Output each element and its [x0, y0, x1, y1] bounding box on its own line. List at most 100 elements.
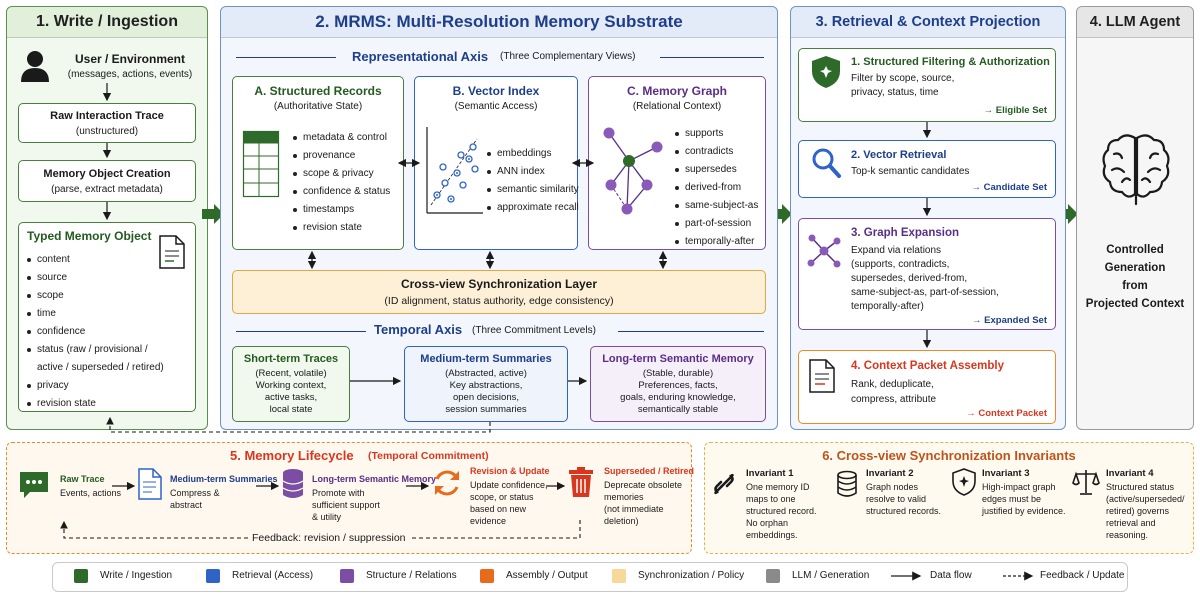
- vector-item: semantic similarity: [485, 181, 579, 199]
- lifecycle-feedback-label: Feedback: revision / suppression: [248, 532, 410, 544]
- invariant-line: reasoning.: [1106, 530, 1149, 540]
- memory-graph-title: C. Memory Graph: [626, 84, 728, 98]
- structured-item: confidence & status: [291, 183, 390, 201]
- sync-layer-title: Cross-view Synchronization Layer: [400, 277, 598, 291]
- short-term-line: local state: [269, 404, 313, 415]
- invariant-title: Invariant 2: [866, 468, 914, 479]
- lifecycle-step-line: scope, or status: [470, 492, 534, 502]
- memory-graph-sub: (Relational Context): [632, 101, 722, 112]
- vector-item: embeddings: [485, 145, 579, 163]
- memory-graph-list: supports contradicts supersedes derived-…: [673, 125, 758, 251]
- long-term-line: (Stable, durable): [642, 368, 714, 379]
- medium-term-line: open decisions,: [452, 392, 520, 403]
- typed-item: source: [25, 269, 164, 287]
- legend-swatch-orange: [480, 569, 494, 583]
- medium-term-box: Medium-term Summaries (Abstracted, activ…: [404, 346, 568, 422]
- medium-term-line: (Abstracted, active): [445, 368, 527, 379]
- graph-item: derived-from: [673, 179, 758, 197]
- legend-label: Structure / Relations: [366, 570, 457, 581]
- lifecycle-step-line: Update confidence,: [470, 480, 548, 490]
- ingestion-title: 1. Write / Ingestion: [7, 7, 207, 38]
- user-env-sub: (messages, actions, events): [67, 69, 193, 80]
- lifecycle-step-title: Long-term Semantic Memory: [312, 474, 437, 484]
- invariant-line: structured record.: [746, 506, 817, 516]
- invariant-title: Invariant 3: [982, 468, 1030, 479]
- temp-axis-label: Temporal Axis: [374, 322, 463, 337]
- graph-item: same-subject-as: [673, 197, 758, 215]
- lifecycle-step-line: memories: [604, 492, 644, 502]
- vector-index-title: B. Vector Index: [452, 84, 540, 98]
- lifecycle-step-line: & utility: [312, 512, 342, 522]
- graph-expansion-line: Expand via relations: [851, 245, 942, 256]
- raw-trace-box: Raw Interaction Trace (unstructured): [18, 103, 196, 143]
- graph-item: part-of-session: [673, 215, 758, 233]
- retrieval-arrows: [922, 122, 932, 349]
- typed-item: content: [25, 251, 164, 269]
- invariant-line: High-impact graph: [982, 482, 1056, 492]
- context-packet-line: Rank, deduplicate,: [851, 379, 934, 390]
- agent-line: Controlled: [1106, 244, 1164, 256]
- short-term-line: (Recent, volatile): [255, 368, 327, 379]
- context-packet-line: compress, attribute: [851, 394, 937, 405]
- graph-item: supersedes: [673, 161, 758, 179]
- lifecycle-step-title: Superseded / Retired: [604, 466, 695, 476]
- filtering-line: Filter by scope, source,: [851, 73, 955, 84]
- lifecycle-step-title: Raw Trace: [60, 474, 105, 484]
- rep-axis-label: Representational Axis: [352, 49, 489, 64]
- raw-trace-sub: (unstructured): [75, 126, 139, 137]
- legend-label: Retrieval (Access): [232, 570, 314, 581]
- vector-retrieval-title: 2. Vector Retrieval: [851, 149, 947, 161]
- lifecycle-step-line: Events, actions: [60, 488, 122, 498]
- legend-label: Write / Ingestion: [100, 570, 173, 581]
- typed-item: revision state: [25, 395, 164, 413]
- invariant-line: resolve to valid: [866, 494, 927, 504]
- legend-label: Assembly / Output: [506, 570, 588, 581]
- sync-layer-box: Cross-view Synchronization Layer (ID ali…: [232, 270, 766, 314]
- graph-item: contradicts: [673, 143, 758, 161]
- lifecycle-step-line: sufficient support: [312, 500, 380, 510]
- memory-object-creation-box: Memory Object Creation (parse, extract m…: [18, 160, 196, 202]
- vector-item: approximate recall: [485, 199, 579, 217]
- invariant-line: No orphan: [746, 518, 789, 528]
- structured-item: scope & privacy: [291, 165, 390, 183]
- legend-bar: [52, 562, 1128, 592]
- invariant-line: embeddings.: [746, 530, 798, 540]
- legend-solid-arrow: [891, 571, 922, 581]
- medium-term-line: session summaries: [445, 404, 527, 415]
- legend-dashed-arrow: [1003, 571, 1034, 581]
- short-term-title: Short-term Traces: [243, 353, 339, 365]
- invariant-line: Structured status: [1106, 482, 1175, 492]
- context-packet-box: 4. Context Packet Assembly Rank, dedupli…: [798, 350, 1056, 424]
- lifecycle-step-line: abstract: [170, 500, 203, 510]
- legend-swatch-green: [74, 569, 88, 583]
- long-term-line: semantically stable: [637, 404, 719, 415]
- temp-axis-line-left: [236, 331, 366, 332]
- lifecycle-step-line: (not immediate: [604, 504, 664, 514]
- lifecycle-step-title: Revision & Update: [470, 466, 550, 476]
- vector-retrieval-line: Top-k semantic candidates: [851, 166, 970, 177]
- typed-item: confidence: [25, 323, 164, 341]
- medium-term-title: Medium-term Summaries: [420, 353, 552, 365]
- graph-item: temporally-after: [673, 233, 758, 251]
- lifecycle-step-line: Compress &: [170, 488, 220, 498]
- structured-records-title: A. Structured Records: [254, 84, 382, 98]
- invariants-title: 6. Cross-view Synchronization Invariants: [822, 448, 1076, 463]
- typed-item: privacy: [25, 377, 164, 395]
- ingestion-arrows: [102, 83, 112, 221]
- typed-item: scope: [25, 287, 164, 305]
- lifecycle-step-title: Medium-term Summaries: [170, 474, 278, 484]
- sync-layer-sub: (ID alignment, status authority, edge co…: [384, 295, 614, 307]
- invariant-line: One memory ID: [746, 482, 810, 492]
- temp-axis-line-right: [618, 331, 764, 332]
- vector-index-box: B. Vector Index (Semantic Access) embedd…: [414, 76, 579, 250]
- graph-expansion-title: 3. Graph Expansion: [851, 227, 959, 239]
- invariant-line: edges must be: [982, 494, 1042, 504]
- legend-label: Feedback / Update: [1040, 570, 1125, 581]
- structured-records-box: A. Structured Records (Authoritative Sta…: [232, 76, 404, 250]
- lifecycle-step-line: deletion): [604, 516, 639, 526]
- invariant-title: Invariant 1: [746, 468, 794, 479]
- legend-label: Data flow: [930, 570, 972, 581]
- long-term-line: goals, enduring knowledge,: [620, 392, 736, 403]
- structured-records-sub: (Authoritative State): [273, 101, 363, 112]
- lifecycle-step-line: Promote with: [312, 488, 365, 498]
